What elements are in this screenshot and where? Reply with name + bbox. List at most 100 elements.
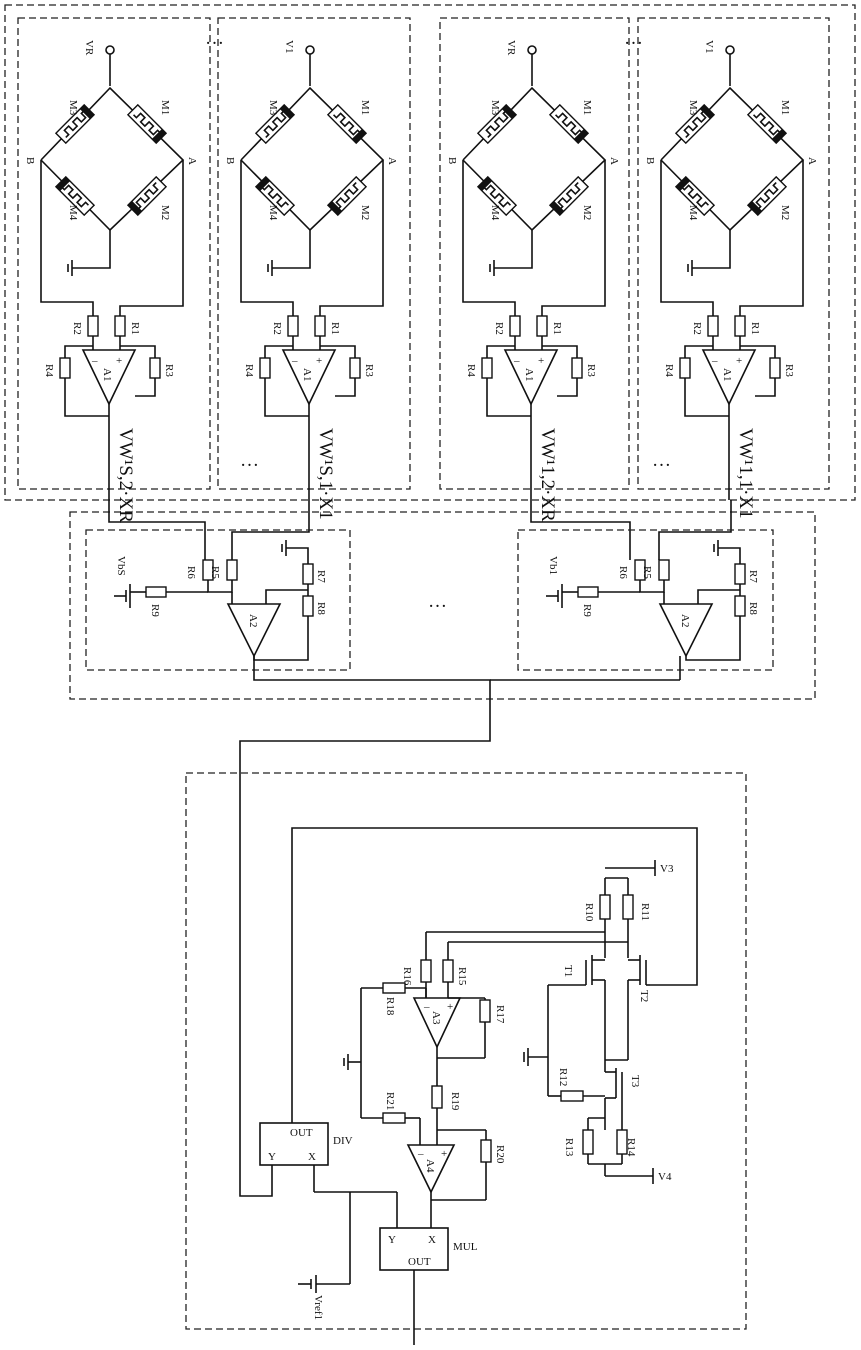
- r3-label: R3: [585, 364, 597, 377]
- svg-text:–: –: [291, 355, 298, 367]
- t1-label: T1: [562, 965, 574, 977]
- r2: [510, 316, 520, 336]
- m4-label: M4: [489, 205, 501, 221]
- r4: [482, 358, 492, 378]
- r4-label: R4: [465, 364, 477, 377]
- r1-label: R1: [749, 322, 761, 335]
- sum-bus-to-div-y: [240, 656, 490, 1196]
- a3-label: A3: [430, 1011, 442, 1025]
- bridge-cell-1: VRM1M2M3M4ABR2R1–+A1R4R3VW¹S,2·XR: [18, 18, 210, 523]
- m3-label: M3: [687, 100, 699, 116]
- r7: [735, 564, 745, 584]
- r4: [680, 358, 690, 378]
- m2-label: M2: [359, 205, 371, 220]
- vbias-label: Vb1: [547, 556, 559, 575]
- m1-label: M1: [779, 100, 791, 115]
- r4: [260, 358, 270, 378]
- r3: [770, 358, 780, 378]
- r19: [432, 1086, 442, 1108]
- r1-label: R1: [129, 322, 141, 335]
- r1: [537, 316, 547, 336]
- mul-y-label: Y: [388, 1234, 396, 1246]
- r13: [583, 1130, 593, 1154]
- r3-label: R3: [163, 364, 175, 377]
- m2-label: M2: [581, 205, 593, 220]
- r5: [227, 560, 237, 580]
- bridge-cell-2: V1M1M2M3M4ABR2R1–+A1R4R3VW¹S,1·X1: [218, 18, 410, 520]
- cell-output-label: VW¹S,1·X1: [315, 428, 336, 520]
- r12-label: R12: [557, 1068, 569, 1086]
- r3: [150, 358, 160, 378]
- r1: [735, 316, 745, 336]
- r2-label: R2: [71, 322, 83, 335]
- r9: [146, 587, 166, 597]
- supply-terminal: [528, 46, 536, 54]
- r15-label: R15: [456, 967, 468, 986]
- r11-label: R11: [639, 903, 651, 921]
- r17: [480, 1000, 490, 1022]
- r8: [735, 596, 745, 616]
- bridge-cell-3: VRM1M2M3M4ABR2R1–+A1R4R3VW¹1,2·XR: [440, 18, 629, 522]
- r2: [88, 316, 98, 336]
- r2-label: R2: [271, 322, 283, 335]
- a2-opamp: [228, 604, 280, 656]
- node-b-label: B: [24, 157, 36, 164]
- r8-label: R8: [315, 602, 327, 615]
- r3-label: R3: [783, 364, 795, 377]
- r4-label: R4: [663, 364, 675, 377]
- r5-label: R5: [209, 566, 221, 579]
- node-b-label: B: [224, 157, 236, 164]
- r4-label: R4: [243, 364, 255, 377]
- div-name-label: DIV: [333, 1135, 353, 1147]
- r4: [60, 358, 70, 378]
- mul-name-label: MUL: [453, 1241, 478, 1253]
- svg-text:–: –: [711, 355, 718, 367]
- m1-label: M1: [159, 100, 171, 115]
- ellipsis-cell-right: …: [652, 450, 671, 471]
- supply-label: V1: [283, 40, 295, 53]
- m2-label: M2: [159, 205, 171, 220]
- r11: [623, 895, 633, 919]
- r18: [383, 983, 405, 993]
- a1-label: A1: [301, 368, 313, 381]
- r8: [303, 596, 313, 616]
- r2-label: R2: [691, 322, 703, 335]
- bridge-array-frame: [5, 5, 855, 500]
- ellipsis-top-left: …: [205, 28, 224, 49]
- svg-text:+: +: [538, 355, 544, 367]
- cell-output-label: VW¹1,2·XR: [537, 428, 558, 522]
- r1: [115, 316, 125, 336]
- div-out-label: OUT: [290, 1127, 313, 1139]
- r10-label: R10: [583, 903, 595, 922]
- svg-text:+: +: [447, 1001, 453, 1013]
- svg-text:–: –: [423, 1001, 430, 1013]
- ellipsis-summers: …: [428, 591, 447, 612]
- m3-label: M3: [267, 100, 279, 116]
- r3-label: R3: [363, 364, 375, 377]
- r9-label: R9: [581, 604, 593, 617]
- r1-label: R1: [551, 322, 563, 335]
- v4-label: V4: [658, 1171, 672, 1183]
- r6-label: R6: [617, 566, 629, 579]
- r9-label: R9: [149, 604, 161, 617]
- r21: [383, 1113, 405, 1123]
- r20-label: R20: [494, 1145, 506, 1164]
- svg-text:+: +: [441, 1148, 447, 1160]
- r6-label: R6: [185, 566, 197, 579]
- cell-output-label: VW¹1,1·X1: [735, 428, 756, 519]
- node-b-label: B: [446, 157, 458, 164]
- r15: [443, 960, 453, 982]
- node-a-label: A: [386, 157, 398, 165]
- svg-text:–: –: [417, 1148, 424, 1160]
- r4-label: R4: [43, 364, 55, 377]
- mul-out-label: OUT: [408, 1256, 431, 1268]
- m3-label: M3: [489, 100, 501, 116]
- node-b-label: B: [644, 157, 656, 164]
- v3-label: V3: [660, 863, 674, 875]
- m1-label: M1: [581, 100, 593, 115]
- normalization-block: V3 R10 R11 R16 R15 T1 T2: [260, 828, 697, 1345]
- r14-label: R14: [625, 1138, 637, 1157]
- supply-label: VR: [505, 40, 517, 56]
- r20: [481, 1140, 491, 1162]
- r1-label: R1: [329, 322, 341, 335]
